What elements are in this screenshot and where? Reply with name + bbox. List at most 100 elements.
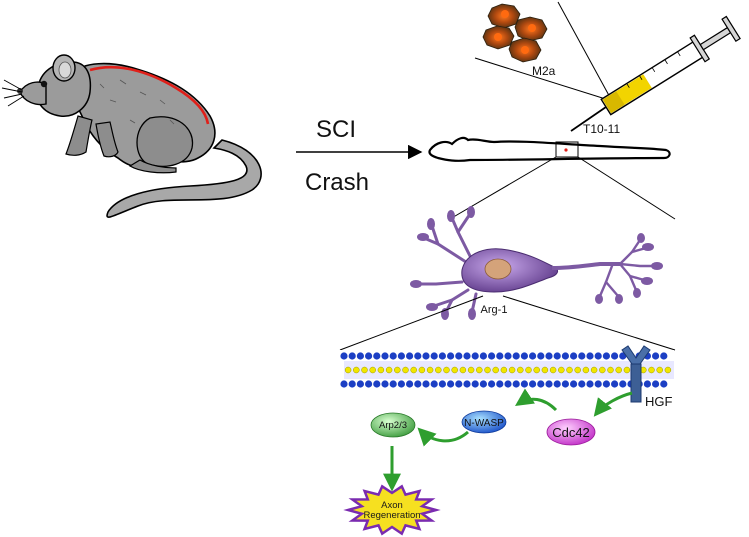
lipid-tail: [394, 366, 401, 374]
lipid-head: [652, 352, 660, 360]
lipid-head: [340, 352, 348, 360]
lipid-head: [496, 352, 504, 360]
lipid-tail: [410, 366, 417, 374]
lipid-head: [414, 352, 422, 360]
lipid-head: [348, 352, 356, 360]
node-arp: Arp2/3: [370, 412, 416, 438]
lipid-head: [430, 380, 438, 388]
lipid-head: [463, 352, 471, 360]
lipid-head: [488, 352, 496, 360]
lipid-head: [553, 380, 561, 388]
arrow-hgf-to-cdc42: [593, 391, 633, 417]
lipid-tail: [426, 366, 434, 374]
lipid-tail: [467, 366, 475, 374]
lipid-head: [471, 352, 479, 360]
lipid-head: [373, 352, 381, 360]
lipid-tail: [484, 366, 491, 374]
lipid-head: [660, 352, 668, 360]
lipid-head: [643, 380, 652, 388]
macrophage-cells: M2a: [474, 1, 613, 102]
lipid-tail: [517, 366, 524, 374]
lipid-head: [422, 352, 430, 360]
lipid-tail: [566, 366, 573, 374]
lipid-head: [594, 380, 602, 388]
arrow-cdc42-to-nwasp: [515, 388, 558, 412]
lipid-head: [512, 352, 520, 360]
injury-arrow: SCI Crash: [296, 116, 423, 196]
lipid-head: [529, 352, 537, 360]
lipid-head: [496, 380, 504, 388]
lipid-head: [602, 352, 611, 360]
lipid-tail: [549, 366, 557, 374]
lipid-head: [414, 380, 422, 388]
lipid-head: [512, 380, 520, 388]
lipid-tail: [344, 366, 352, 374]
node-cdc42: Cdc42: [546, 418, 596, 446]
signaling-pathway: Cdc42 N-WASP Arp2/3 Axon Regeneration: [343, 388, 633, 536]
lipid-tail: [607, 366, 614, 374]
lipid-head: [578, 352, 586, 360]
lipid-head: [529, 380, 537, 388]
lipid-head: [561, 352, 570, 360]
lipid-head: [430, 352, 438, 360]
label-m2a: M2a: [532, 64, 556, 78]
lipid-head: [553, 352, 561, 360]
lipid-tail: [435, 366, 442, 374]
lipid-tail: [492, 366, 499, 374]
lipid-head: [570, 352, 578, 360]
lipid-head: [422, 380, 430, 388]
lipid-head: [397, 352, 405, 360]
hgf-receptor-icon: HGF: [621, 345, 673, 409]
lipid-tail: [369, 366, 376, 374]
lipid-head: [578, 380, 586, 388]
lipid-head: [389, 380, 397, 388]
lipid-head: [365, 352, 373, 360]
lipid-head: [389, 352, 397, 360]
lipid-head: [381, 352, 389, 360]
starburst-shape: Axon Regeneration: [343, 484, 441, 536]
syringe-icon: T10-11: [570, 15, 741, 136]
lipid-tail: [377, 366, 385, 374]
lipid-head: [455, 352, 463, 360]
lipid-head: [340, 380, 348, 388]
lipid-tail: [558, 366, 565, 374]
lipid-tail: [385, 366, 393, 374]
label-hgf: HGF: [645, 394, 673, 409]
lipid-head: [463, 380, 471, 388]
lipid-head: [406, 380, 414, 388]
lipid-tail: [525, 366, 532, 374]
label-arg-1: Arg-1: [481, 304, 508, 316]
lipid-tail: [459, 366, 467, 374]
lipid-head: [381, 380, 389, 388]
rat-illustration: [1, 54, 262, 218]
lipid-tail: [451, 366, 458, 374]
spinal-cord-outline: [428, 136, 671, 162]
lipid-head: [619, 380, 627, 388]
label-cdc42: Cdc42: [552, 425, 590, 440]
lipid-tail: [656, 366, 663, 374]
lipid-tail: [533, 366, 540, 374]
lipid-head: [406, 352, 414, 360]
lipid-head: [545, 380, 553, 388]
lipid-tail: [615, 366, 622, 374]
node-nwasp: N-WASP: [461, 410, 507, 434]
lipid-tail: [599, 366, 606, 374]
lipid-head: [479, 352, 487, 360]
lipid-head: [545, 352, 553, 360]
lipid-head: [356, 352, 364, 360]
lipid-tail: [664, 366, 672, 374]
lipid-head: [373, 380, 381, 388]
lipid-head: [520, 352, 529, 360]
lipid-tail: [590, 366, 598, 374]
lipid-tail: [402, 366, 409, 374]
lipid-head: [504, 352, 512, 360]
cell-membrane: [340, 350, 674, 390]
lipid-head: [602, 380, 611, 388]
lipid-tail: [361, 366, 368, 374]
lipid-head: [570, 380, 578, 388]
lipid-head: [455, 380, 463, 388]
label-arp: Arp2/3: [379, 420, 407, 431]
lipid-head: [438, 352, 446, 360]
lipid-tail: [582, 366, 590, 374]
zoom-lines-neuron: [449, 156, 676, 220]
